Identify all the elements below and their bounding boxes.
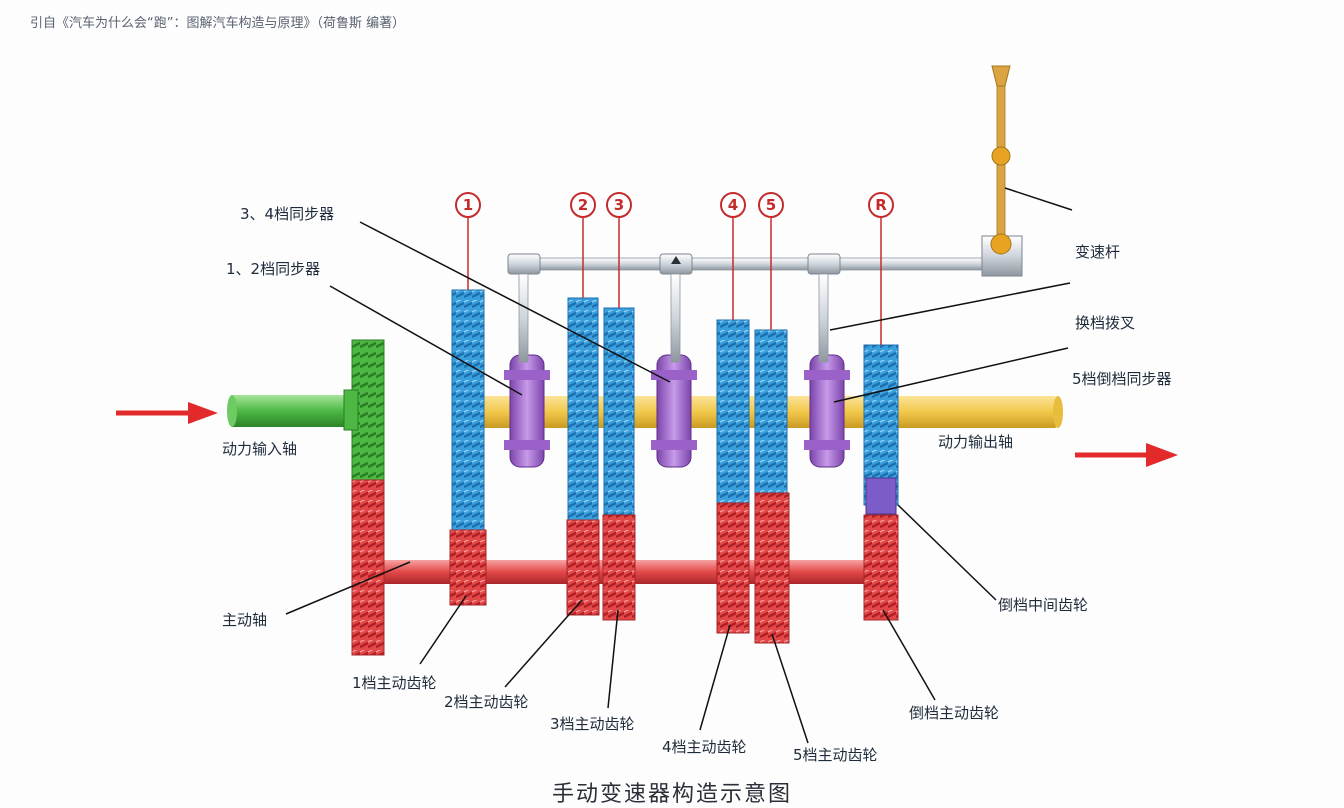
label-gear4-drive: 4档主动齿轮 xyxy=(662,738,747,756)
label-sync-34: 3、4档同步器 xyxy=(240,205,335,223)
countershaft-gears xyxy=(449,477,899,644)
gear-number-2: 2 xyxy=(578,196,588,214)
label-gear5-drive: 5档主动齿轮 xyxy=(793,746,878,764)
gear-3-drive xyxy=(602,514,636,621)
gear-4-drive xyxy=(716,502,750,634)
gear-5-output xyxy=(754,329,788,494)
label-output-shaft: 动力输出轴 xyxy=(938,433,1014,451)
gear-number-markers: 1 2 3 4 5 R xyxy=(455,192,894,345)
label-gear3-drive: 3档主动齿轮 xyxy=(550,715,635,733)
gear-number-4: 4 xyxy=(728,196,738,214)
label-reverse-drive: 倒档主动齿轮 xyxy=(909,704,1000,722)
gear-4-output xyxy=(716,319,750,504)
label-countershaft: 主动轴 xyxy=(222,611,268,629)
label-shift-fork: 换档拨叉 xyxy=(1075,314,1136,332)
gear-5-drive xyxy=(754,492,790,644)
gear-reverse-drive xyxy=(863,514,899,621)
input-shaft xyxy=(232,395,358,427)
gear-number-r: R xyxy=(875,196,887,214)
gear-2-output xyxy=(567,297,599,521)
gear-1-output xyxy=(451,289,485,531)
leader-lines xyxy=(285,187,1073,744)
gear-3-output xyxy=(603,307,635,516)
gear-shift-lever xyxy=(981,65,1023,277)
label-input-shaft: 动力输入轴 xyxy=(222,440,298,458)
reverse-idler-gear xyxy=(865,477,897,515)
sync-5r xyxy=(804,354,850,468)
label-gear1-drive: 1档主动齿轮 xyxy=(352,674,437,692)
countershaft-drive-gear xyxy=(351,479,385,656)
sync-34 xyxy=(651,354,697,468)
label-sync-12: 1、2档同步器 xyxy=(226,260,321,278)
gear-number-1: 1 xyxy=(463,196,473,214)
gear-number-3: 3 xyxy=(614,196,624,214)
shift-rod-assembly xyxy=(507,253,987,363)
sync-12 xyxy=(504,354,550,468)
input-arrow xyxy=(116,402,218,424)
synchronizers xyxy=(504,354,850,468)
input-gear xyxy=(343,339,385,481)
gear-1-drive xyxy=(449,529,487,606)
diagram-caption: 手动变速器构造示意图 xyxy=(551,782,792,807)
label-shift-lever: 变速杆 xyxy=(1075,243,1121,261)
label-sync-5r: 5档倒档同步器 xyxy=(1072,370,1172,388)
label-gear2-drive: 2档主动齿轮 xyxy=(444,693,529,711)
citation: 引自《汽车为什么会“跑”：图解汽车构造与原理》（荷鲁斯 编著） xyxy=(30,16,406,31)
output-gears xyxy=(451,289,899,531)
gear-2-drive xyxy=(566,519,600,616)
output-arrow xyxy=(1075,443,1178,467)
label-reverse-idler: 倒档中间齿轮 xyxy=(998,596,1089,614)
gear-number-5: 5 xyxy=(766,196,776,214)
